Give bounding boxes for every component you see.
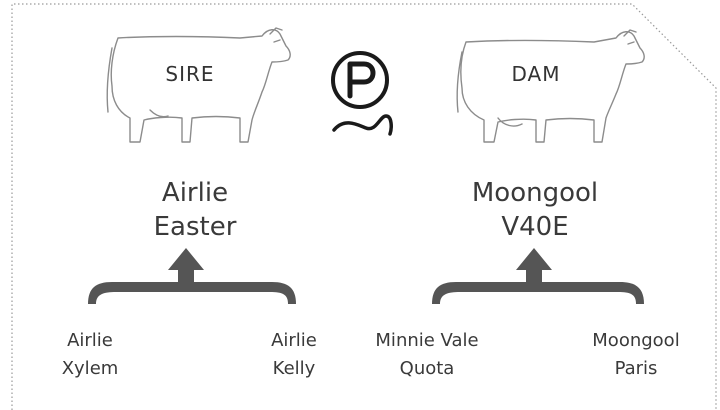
- dam-cow-icon: [456, 29, 645, 143]
- dam-name-line1: Moongool: [471, 178, 599, 208]
- dotted-border: [11, 3, 717, 410]
- p-logo-icon: [331, 51, 393, 136]
- sire-dam-line1: Airlie: [271, 330, 317, 351]
- dam-bracket-arrow: [432, 248, 644, 304]
- sire-bull-icon: [106, 27, 291, 143]
- sire-sire-line2: Xylem: [61, 358, 119, 379]
- sire-dam-line2: Kelly: [272, 358, 316, 379]
- sire-sire-line1: Airlie: [67, 330, 113, 351]
- sire-name-line2: Easter: [153, 212, 237, 242]
- sire-name-line1: Airlie: [161, 178, 229, 208]
- dam-tag: DAM: [511, 62, 561, 86]
- sire-tag: SIRE: [165, 62, 215, 86]
- dam-dam-line1: Moongool: [592, 330, 680, 351]
- dam-sire-line2: Quota: [399, 358, 455, 379]
- dam-name-line2: V40E: [501, 212, 569, 242]
- dam-dam-line2: Paris: [614, 358, 658, 379]
- sire-bracket-arrow: [88, 248, 296, 304]
- dam-sire-line1: Minnie Vale: [375, 330, 479, 351]
